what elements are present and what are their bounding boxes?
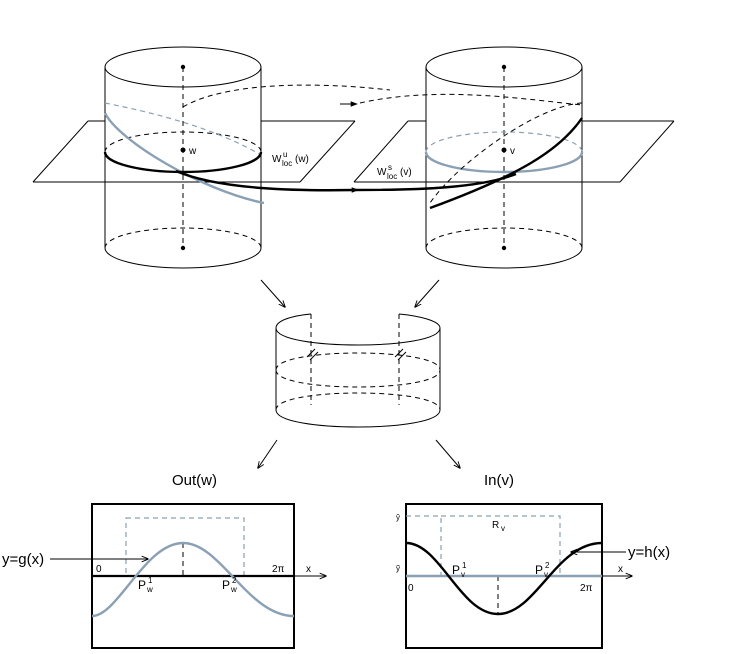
- svg-text:v: v: [461, 570, 465, 579]
- svg-text:W: W: [377, 167, 387, 178]
- connect-top-left: [182, 84, 391, 108]
- y-tilde-label: ỹ: [396, 564, 400, 573]
- out-panel: 0 2π x P w 1 P w 2 y=g(x): [2, 503, 326, 649]
- out-title: Out(w): [172, 472, 217, 489]
- p-w2-label: P w 2: [222, 576, 237, 594]
- svg-text:w: w: [146, 585, 153, 594]
- svg-text:R: R: [492, 520, 499, 531]
- left-plane: [32, 120, 356, 183]
- svg-text:2: 2: [232, 576, 237, 585]
- svg-text:P: P: [535, 563, 543, 577]
- svg-text:W: W: [272, 154, 282, 165]
- right-thick-curve-back: [429, 102, 583, 204]
- out-curve-g: [91, 541, 295, 618]
- svg-text:2: 2: [545, 561, 550, 570]
- arrow-to-in: [435, 439, 460, 468]
- p-w1-label: P w 1: [138, 576, 153, 594]
- left-top-dot: [180, 64, 186, 70]
- left-blue-curve-back: [104, 102, 262, 156]
- y-hat-label: ŷ: [396, 513, 400, 522]
- svg-text:(v): (v): [400, 167, 412, 178]
- in-title: In(v): [484, 472, 514, 489]
- svg-text:x: x: [618, 564, 623, 575]
- in-panel: ŷ ỹ 0 2π x R v P v 1 P v 2 y=h(x): [396, 503, 670, 649]
- arrow-right-down: [415, 279, 440, 307]
- right-stable-back: [425, 131, 583, 153]
- left-cylinder: [104, 46, 262, 269]
- in-curve-h: [405, 541, 603, 616]
- svg-text:P: P: [138, 578, 146, 592]
- connect-bottom-left: [175, 169, 356, 192]
- v-label: v: [510, 146, 515, 157]
- right-stable-front: [424, 151, 584, 174]
- svg-text:(w): (w): [295, 154, 309, 165]
- left-cylinder-bottom-back: [104, 227, 262, 249]
- middle-cylinder: [275, 313, 441, 428]
- connect-bottom-right: [354, 172, 517, 192]
- y-g-label: y=g(x): [2, 551, 44, 568]
- svg-text:0: 0: [408, 583, 414, 594]
- svg-text:w: w: [230, 585, 237, 594]
- svg-text:s: s: [388, 163, 392, 172]
- w-point-dot: [180, 147, 186, 153]
- v-point-dot: [501, 147, 507, 153]
- svg-text:2π: 2π: [580, 583, 593, 594]
- p-v2-label: P v 2: [535, 561, 550, 579]
- right-thick-curve-front: [429, 117, 583, 210]
- svg-text:loc: loc: [282, 159, 292, 168]
- arrow-to-out: [258, 439, 278, 468]
- svg-text:0: 0: [96, 564, 102, 575]
- svg-text:1: 1: [148, 576, 153, 585]
- y-h-label: y=h(x): [628, 544, 670, 561]
- right-cylinder: [425, 46, 583, 269]
- p-v1-label: P v 1: [452, 561, 467, 579]
- connect-top-right: [359, 93, 583, 106]
- svg-text:1: 1: [462, 561, 467, 570]
- svg-text:v: v: [501, 524, 505, 533]
- arrow-left-down: [260, 279, 285, 307]
- svg-text:P: P: [452, 563, 460, 577]
- left-blue-curve-front: [103, 112, 265, 205]
- left-unstable-curve: [103, 151, 263, 174]
- svg-text:x: x: [306, 564, 311, 575]
- r-v-label: R v: [492, 520, 505, 533]
- svg-text:loc: loc: [387, 172, 397, 181]
- left-bottom-dot: [180, 245, 186, 251]
- svg-text:2π: 2π: [272, 564, 285, 575]
- svg-text:P: P: [222, 578, 230, 592]
- ws-loc-label: W s loc (v): [377, 163, 412, 181]
- svg-text:u: u: [283, 150, 287, 159]
- svg-text:v: v: [544, 570, 548, 579]
- w-label: w: [188, 146, 197, 157]
- left-cylinder-bottom-front: [104, 247, 262, 269]
- wu-loc-label: W u loc (w): [272, 150, 309, 168]
